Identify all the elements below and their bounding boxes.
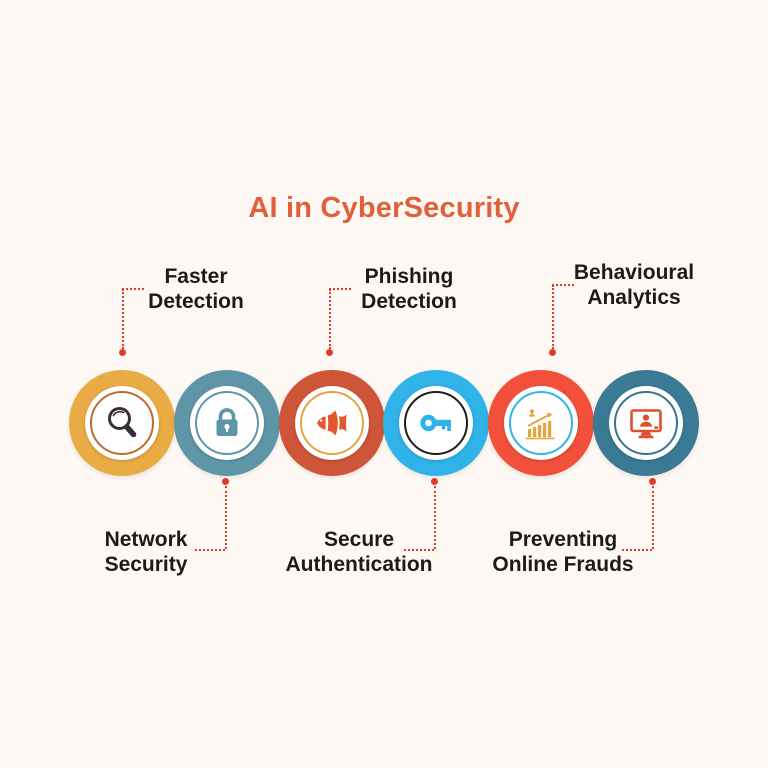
- monitor-user-icon: [593, 370, 699, 476]
- label-line: Detection: [148, 290, 244, 313]
- label-line: Authentication: [285, 553, 433, 576]
- feature-circle-secure-authentication: [383, 370, 489, 476]
- feature-circle-preventing-online-frauds: [593, 370, 699, 476]
- growth-chart-icon: [488, 370, 594, 476]
- label-line: Security: [104, 553, 188, 576]
- label-line: Preventing: [508, 528, 618, 551]
- label-line: Network: [104, 528, 188, 551]
- circle-ring: [509, 391, 573, 455]
- label-line: Detection: [361, 290, 457, 313]
- circle-ring: [90, 391, 154, 455]
- circle-ring: [404, 391, 468, 455]
- label-line: Analytics: [587, 286, 681, 309]
- circle-ring: [195, 391, 259, 455]
- key-icon: [383, 370, 489, 476]
- feature-circle-behavioural-analytics: [488, 370, 594, 476]
- label-line: Behavioural: [573, 261, 695, 284]
- circle-ring: [300, 391, 364, 455]
- label-faster-detection: Faster Detection: [66, 264, 326, 314]
- feature-circle-faster-detection: [69, 370, 175, 476]
- label-line: Faster: [164, 265, 228, 288]
- label-line: Phishing: [364, 265, 454, 288]
- label-network-security: Network Security: [16, 527, 276, 577]
- label-preventing-online-frauds: Preventing Online Frauds: [433, 527, 693, 577]
- feature-circle-phishing-detection: [279, 370, 385, 476]
- label-line: Online Frauds: [492, 553, 634, 576]
- label-behavioural-analytics: Behavioural Analytics: [504, 260, 764, 310]
- padlock-icon: [174, 370, 280, 476]
- label-phishing-detection: Phishing Detection: [279, 264, 539, 314]
- page-title: AI in CyberSecurity: [248, 192, 520, 224]
- circle-ring: [614, 391, 678, 455]
- magnifier-icon: [69, 370, 175, 476]
- feature-circle-network-security: [174, 370, 280, 476]
- fish-icon: [279, 370, 385, 476]
- label-line: Secure: [323, 528, 395, 551]
- label-secure-authentication: Secure Authentication: [229, 527, 489, 577]
